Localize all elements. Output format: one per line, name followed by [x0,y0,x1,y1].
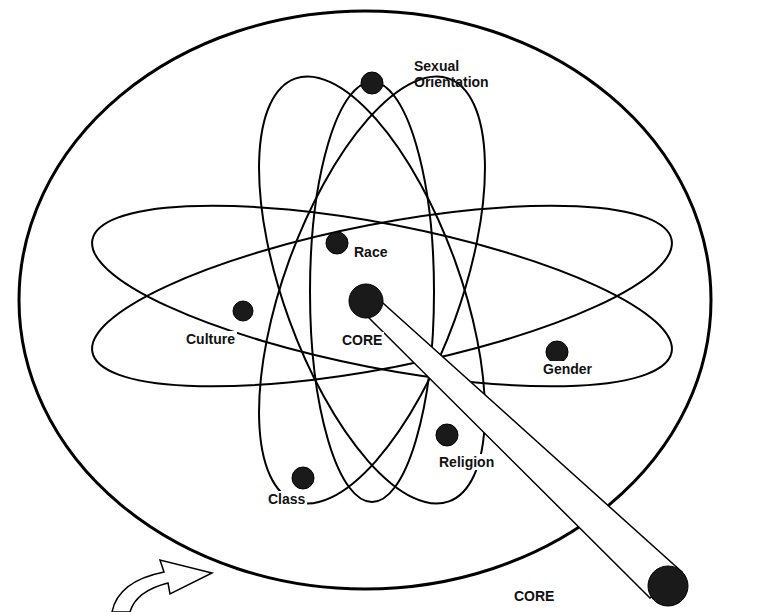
core-label: CORE [512,588,556,604]
orbit [79,169,686,423]
orbit [79,169,686,423]
orbit-dot [292,467,314,489]
identity-label: Race [352,244,389,260]
orbit [212,48,531,531]
core-label: CORE [340,332,384,348]
identity-label: Gender [541,361,594,377]
orbit-dot [361,72,383,94]
identity-label: Culture [184,331,237,347]
orbit-dot [326,232,348,254]
identity-label: Sexual Orientation [412,58,504,90]
orbit-dot [436,424,458,446]
orbit [310,82,434,502]
electron-dots [233,72,688,606]
orbit-dot [233,301,253,321]
core-beam [360,295,682,598]
pointer-arrow [112,560,212,612]
core-dot [349,284,383,318]
identity-label: Class [266,491,307,507]
outer-ellipse [19,11,711,589]
orbit-dot [546,341,568,363]
orbit [212,48,531,531]
core-dot [648,566,688,606]
orbits [79,48,686,531]
identity-label: Religion [437,454,496,470]
